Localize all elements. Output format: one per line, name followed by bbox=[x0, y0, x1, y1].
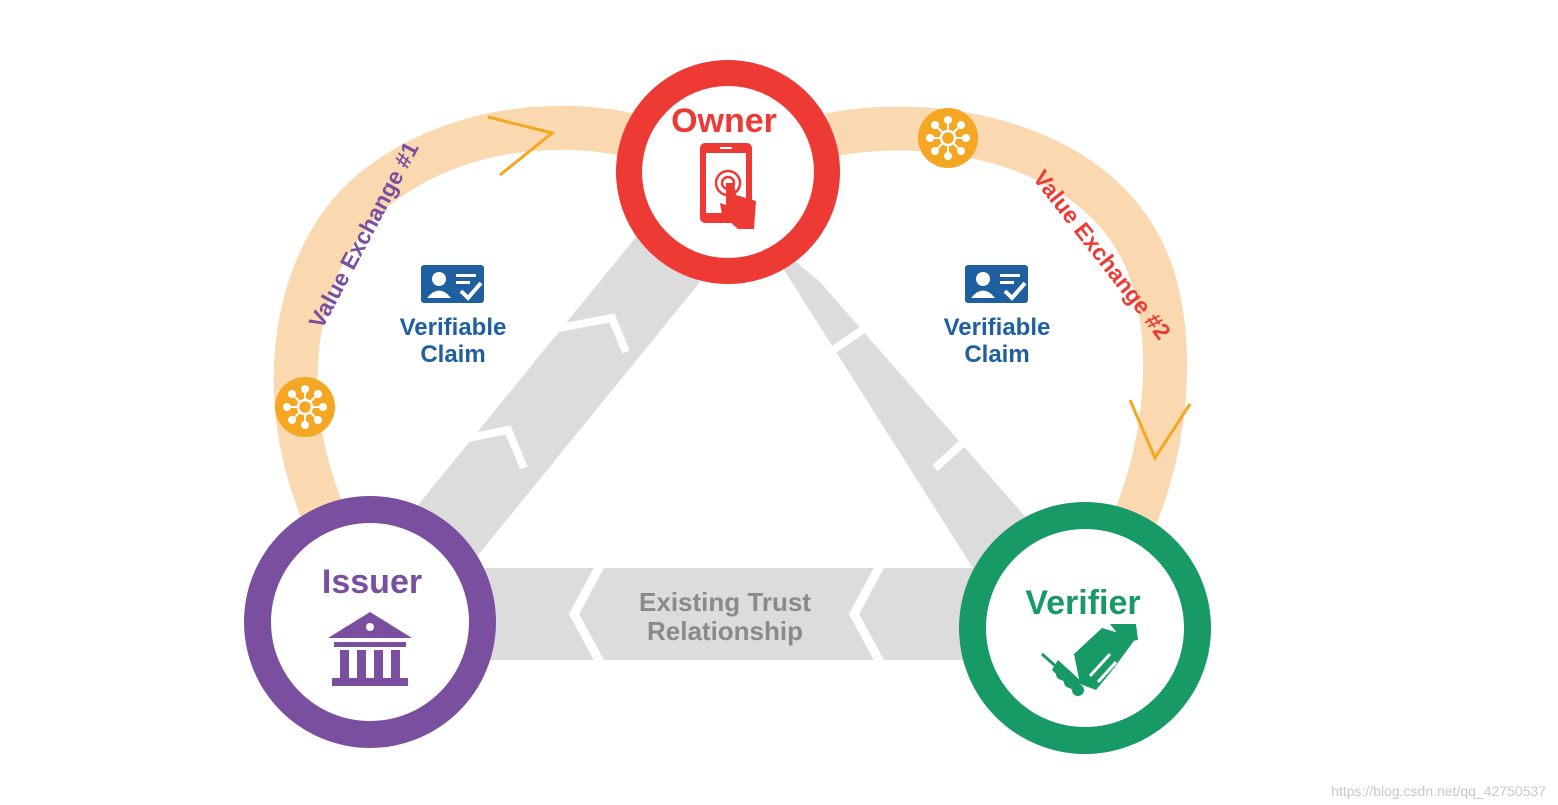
chevron-bottom-1 bbox=[568, 563, 604, 665]
phone-touch-icon bbox=[700, 143, 756, 229]
trust-bands bbox=[410, 232, 1050, 665]
verifier-node: Verifier bbox=[959, 502, 1211, 754]
value-exchange-arc-1 bbox=[273, 105, 635, 577]
arc-1-arrowhead-icon bbox=[487, 115, 556, 177]
claim-1-line1: Verifiable bbox=[400, 314, 507, 341]
token-icon bbox=[275, 377, 335, 437]
claim-2-line2: Claim bbox=[964, 341, 1029, 368]
handshake-icon bbox=[1041, 624, 1138, 696]
trust-label-line2: Relationship bbox=[647, 616, 803, 646]
claim-2-line1: Verifiable bbox=[944, 314, 1051, 341]
claim-1-line2: Claim bbox=[420, 341, 485, 368]
id-card-check-icon bbox=[965, 265, 1028, 303]
trust-label-line1: Existing Trust bbox=[639, 587, 811, 617]
verifier-title: Verifier bbox=[1025, 584, 1140, 622]
chevron-left-1 bbox=[547, 313, 630, 354]
trust-band-right bbox=[760, 232, 1050, 595]
owner-node: Owner bbox=[616, 60, 840, 284]
owner-title: Owner bbox=[671, 102, 777, 140]
chevron-left-2 bbox=[457, 425, 528, 470]
verifiable-claim-1: Verifiable Claim bbox=[400, 265, 507, 368]
verifiable-claim-2: Verifiable Claim bbox=[944, 265, 1051, 368]
chevron-right-2 bbox=[932, 425, 994, 471]
chevron-bottom-2 bbox=[848, 563, 884, 665]
chevron-right-1 bbox=[827, 312, 900, 356]
issuer-node: Issuer bbox=[244, 496, 496, 748]
bank-building-icon bbox=[328, 612, 412, 686]
trust-band-left bbox=[410, 232, 700, 565]
watermark-text: https://blog.csdn.net/qq_42750537 bbox=[1331, 783, 1546, 799]
issuer-title: Issuer bbox=[322, 563, 422, 601]
arc-2-arrowhead-icon bbox=[1128, 399, 1192, 462]
id-card-check-icon bbox=[421, 265, 484, 303]
token-icon bbox=[918, 108, 978, 168]
